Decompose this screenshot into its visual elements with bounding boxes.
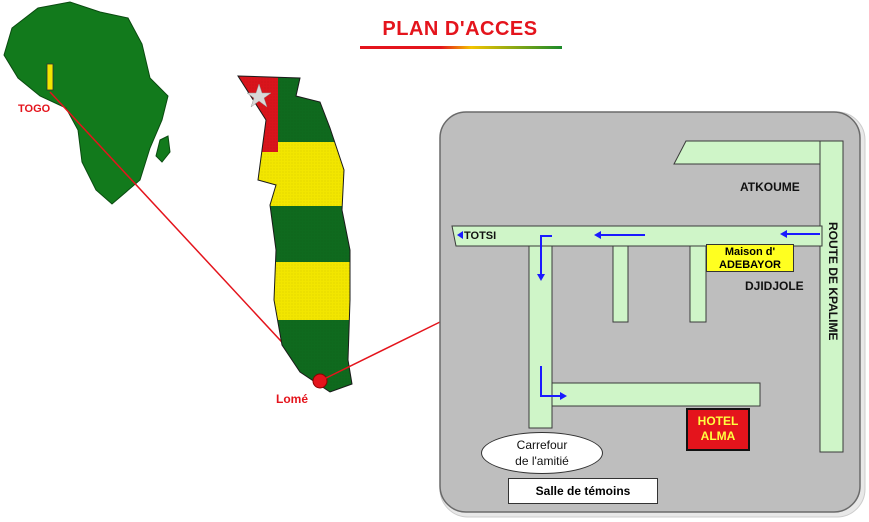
label-atkoume: ATKOUME: [740, 180, 800, 194]
star-icon: [246, 83, 272, 108]
label-djidjole: DJIDJOLE: [745, 279, 804, 293]
arrow-left-icon: [457, 231, 463, 239]
connector-africa-togo: [49, 91, 319, 382]
connector-lome-map: [319, 321, 441, 382]
salle-temoins-box: Salle de témoins: [508, 478, 658, 504]
direction-arrows: [457, 230, 820, 400]
africa-continent: [3, 1, 169, 205]
carrefour-amitie-bubble: Carrefour de l'amitié: [481, 432, 603, 474]
road-atkoume: [673, 140, 841, 165]
carrefour-line1: Carrefour: [516, 438, 568, 452]
togo-marker-on-africa: [46, 63, 54, 91]
arrow-left-icon: [780, 230, 787, 238]
road-vertical-left: [528, 245, 553, 429]
label-totsi: TOTSI: [464, 230, 497, 242]
carrefour-line2: de l'amitié: [515, 454, 569, 468]
maison-adebayor-box: Maison d' ADEBAYOR: [706, 244, 794, 272]
road-stub2: [689, 245, 707, 323]
label-togo: TOGO: [18, 103, 51, 115]
road-stub1: [612, 245, 629, 323]
label-lome: Lomé: [276, 392, 309, 406]
hotel-alma-box: HOTEL ALMA: [686, 408, 750, 451]
togo-country: [238, 76, 352, 392]
arrow-down-icon: [537, 274, 545, 281]
hotel-line2: ALMA: [700, 429, 736, 443]
hotel-line1: HOTEL: [697, 414, 739, 428]
togo-outline: [237, 75, 353, 393]
road-route-kpalime: [819, 140, 844, 453]
madagascar: [155, 135, 171, 163]
arrow-left-icon: [594, 231, 601, 239]
maison-line2: ADEBAYOR: [719, 259, 781, 271]
arrow-right-icon: [560, 392, 567, 400]
page-title: PLAN D'ACCES: [382, 18, 538, 40]
label-route-kpalime: ROUTE DE KPALIME: [826, 222, 840, 341]
road-bottom: [551, 382, 761, 407]
title-underline: [360, 46, 562, 49]
maison-line1: Maison d': [724, 246, 776, 258]
